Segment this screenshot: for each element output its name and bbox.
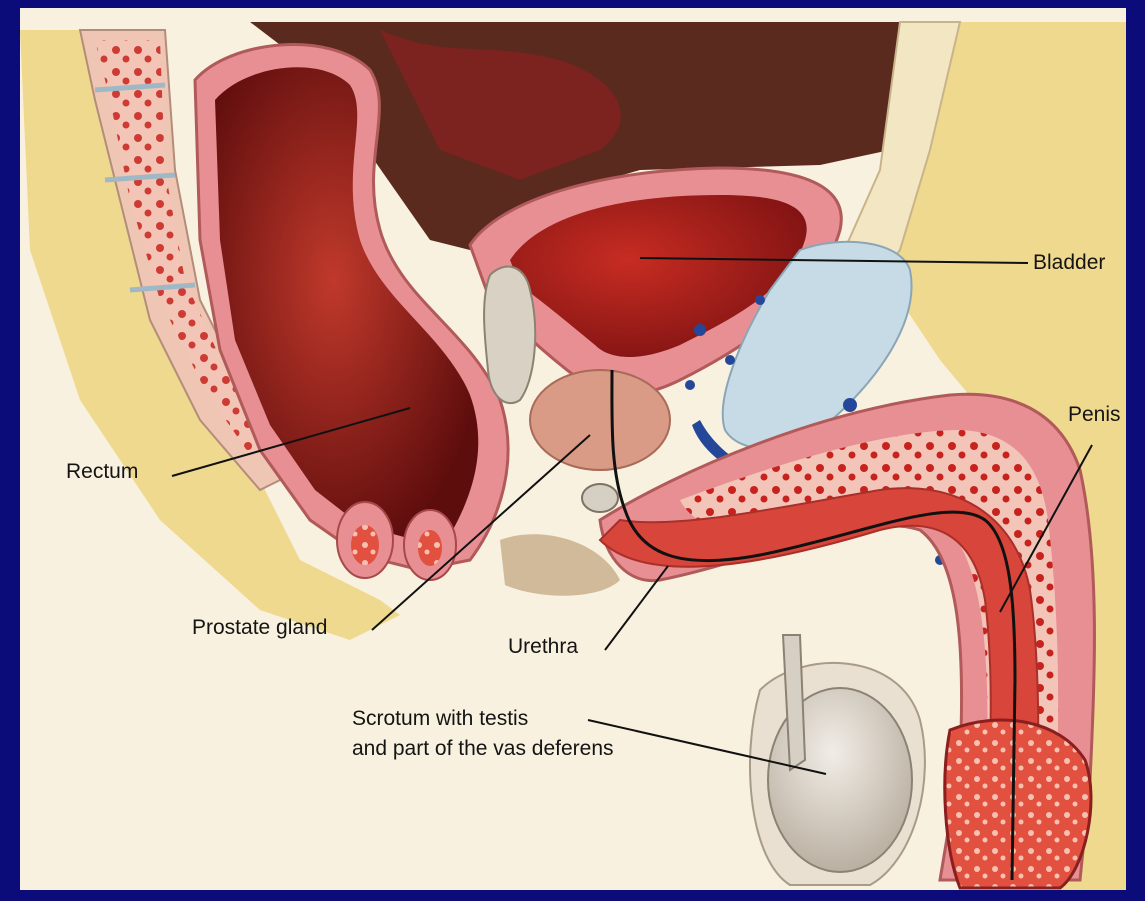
seminal-vesicle xyxy=(484,267,535,404)
prostate-gland-label: Prostate gland xyxy=(192,615,327,641)
rectum-label: Rectum xyxy=(66,459,138,485)
penis-label: Penis xyxy=(1068,402,1121,428)
glans-penis xyxy=(945,720,1091,888)
scrotum-label-line1: Scrotum with testis xyxy=(352,706,528,732)
bladder-label: Bladder xyxy=(1033,250,1105,276)
prostate-gland xyxy=(530,370,670,470)
bulbourethral-gland xyxy=(582,484,618,512)
urethra-label: Urethra xyxy=(508,634,578,660)
scrotum-label-line2: and part of the vas deferens xyxy=(352,736,614,762)
